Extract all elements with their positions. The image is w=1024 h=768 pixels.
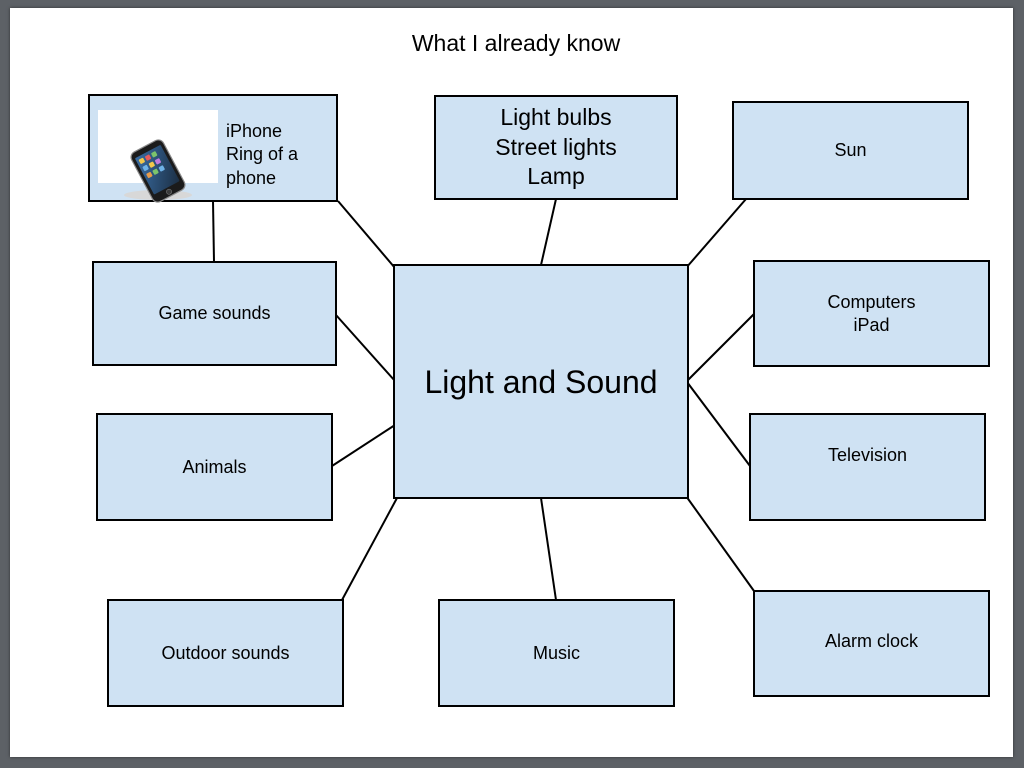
smartphone-picture	[98, 110, 218, 203]
node-computers-label: Computers iPad	[827, 292, 916, 335]
connector-television-to-center	[686, 381, 751, 467]
node-game-sounds: Game sounds	[92, 261, 337, 366]
connector-phone-to-game-sounds	[212, 200, 215, 263]
node-music: Music	[438, 599, 675, 707]
connector-animals-to-center	[331, 424, 396, 467]
center-topic-label: Light and Sound	[424, 363, 658, 400]
node-lights: Light bulbs Street lights Lamp	[434, 95, 678, 200]
connector-computers-to-center	[686, 313, 755, 382]
node-alarm-clock-label: Alarm clock	[824, 631, 918, 652]
connector-sun-to-center	[685, 198, 747, 269]
node-animals-label: Animals	[182, 456, 247, 477]
node-phone: iPhone Ring of a phone	[88, 94, 338, 203]
node-lights-label: Light bulbs Street lights Lamp	[495, 103, 617, 190]
diagram-title: What I already know	[411, 30, 621, 56]
connector-game-sounds-to-center	[335, 314, 396, 382]
node-game-sounds-label: Game sounds	[158, 303, 271, 324]
connector-lights-to-center	[540, 198, 557, 266]
connector-alarm-clock-to-center	[685, 495, 755, 592]
node-animals: Animals	[96, 413, 333, 521]
node-television-label: Television	[827, 444, 908, 465]
connector-music-to-center	[540, 497, 557, 601]
node-outdoor-sounds: Outdoor sounds	[107, 599, 344, 707]
node-outdoor-sounds-label: Outdoor sounds	[161, 642, 290, 663]
node-computers: Computers iPad	[753, 260, 990, 367]
connector-phone-to-center	[337, 200, 396, 269]
node-alarm-clock: Alarm clock	[753, 590, 990, 697]
center-topic-box: Light and Sound	[393, 264, 689, 499]
smartphone-icon	[124, 138, 192, 203]
node-television: Television	[749, 413, 986, 521]
connector-outdoor-sounds-to-center	[341, 497, 398, 601]
node-sun: Sun	[732, 101, 969, 200]
node-music-label: Music	[532, 642, 580, 663]
node-sun-label: Sun	[834, 140, 867, 161]
node-phone-label: iPhone Ring of a phone	[226, 121, 299, 188]
